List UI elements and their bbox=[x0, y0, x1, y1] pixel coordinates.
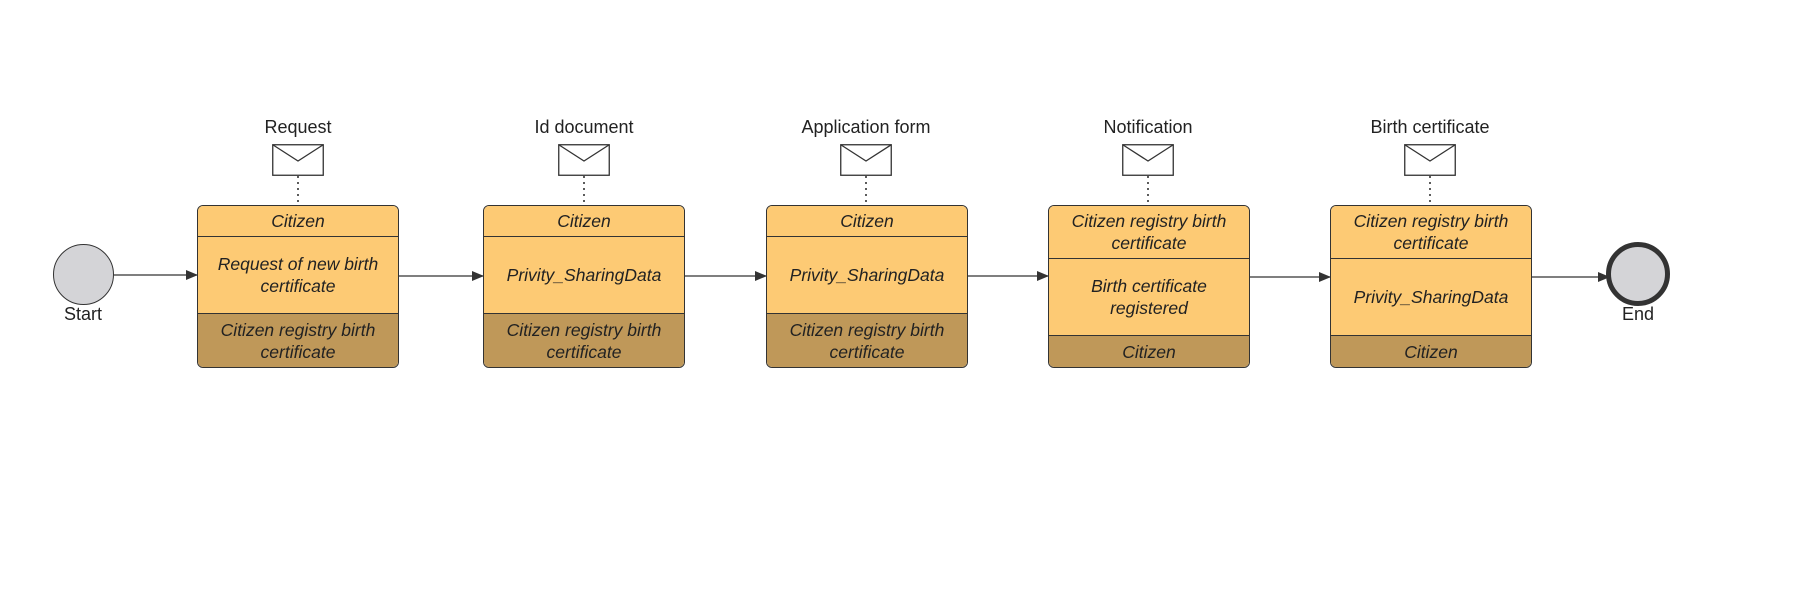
receiving-participant-band: Citizen registry birth certificate bbox=[484, 313, 684, 367]
envelope-icon[interactable] bbox=[1122, 144, 1174, 176]
initiating-participant-band: Citizen registry birth certificate bbox=[1331, 206, 1531, 258]
initiating-participant-band: Citizen registry birth certificate bbox=[1049, 206, 1249, 258]
task-name: Privity_SharingData bbox=[767, 236, 967, 313]
task-name: Request of new birth certificate bbox=[198, 236, 398, 313]
receiving-participant-band: Citizen registry birth certificate bbox=[767, 313, 967, 367]
initiating-participant-band: Citizen bbox=[484, 206, 684, 236]
choreography-task-request-birth-certificate[interactable]: Citizen Request of new birth certificate… bbox=[197, 205, 399, 368]
envelope-icon[interactable] bbox=[1404, 144, 1456, 176]
choreography-task-birth-certificate[interactable]: Citizen registry birth certificate Privi… bbox=[1330, 205, 1532, 368]
envelope-icon[interactable] bbox=[840, 144, 892, 176]
start-event[interactable] bbox=[53, 244, 114, 305]
choreography-task-application-form[interactable]: Citizen Privity_SharingData Citizen regi… bbox=[766, 205, 968, 368]
task-name: Privity_SharingData bbox=[1331, 258, 1531, 335]
receiving-participant-band: Citizen bbox=[1331, 335, 1531, 367]
start-event-label: Start bbox=[63, 304, 102, 324]
message-label-request: Request bbox=[264, 117, 332, 137]
receiving-participant-band: Citizen bbox=[1049, 335, 1249, 367]
envelope-icon[interactable] bbox=[272, 144, 324, 176]
end-event-label: End bbox=[1621, 304, 1655, 324]
end-event[interactable] bbox=[1606, 242, 1670, 306]
message-label-notification: Notification bbox=[1103, 117, 1193, 137]
choreography-task-notification[interactable]: Citizen registry birth certificate Birth… bbox=[1048, 205, 1250, 368]
message-label-id-document: Id document bbox=[534, 117, 634, 137]
initiating-participant-band: Citizen bbox=[767, 206, 967, 236]
choreography-task-id-document[interactable]: Citizen Privity_SharingData Citizen regi… bbox=[483, 205, 685, 368]
task-name: Privity_SharingData bbox=[484, 236, 684, 313]
initiating-participant-band: Citizen bbox=[198, 206, 398, 236]
receiving-participant-band: Citizen registry birth certificate bbox=[198, 313, 398, 367]
envelope-icon[interactable] bbox=[558, 144, 610, 176]
message-label-birth-certificate: Birth certificate bbox=[1370, 117, 1490, 137]
task-name: Birth certificate registered bbox=[1049, 258, 1249, 335]
message-label-application-form: Application form bbox=[801, 117, 931, 137]
